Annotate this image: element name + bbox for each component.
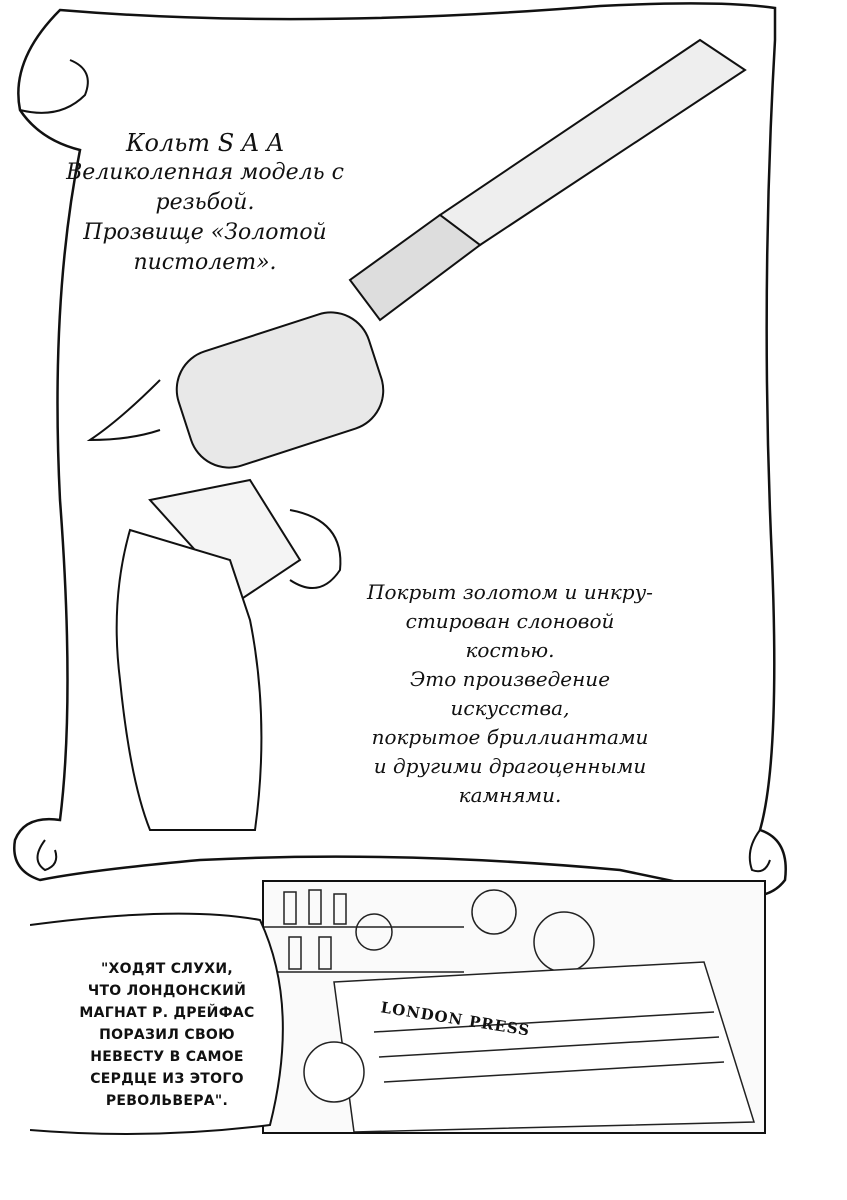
caption-title: Кольт S A A <box>125 129 285 157</box>
bubble-line: магнат Р. Дрейфас <box>79 1005 255 1021</box>
comic-panel <box>262 880 766 1134</box>
caption-line: и другими драгоценными <box>373 754 647 778</box>
description-caption: Покрыт золотом и инкру- стирован слоново… <box>360 578 660 810</box>
caption-line: стирован слоновой костью. <box>405 609 615 662</box>
speech-bubble <box>30 912 284 1135</box>
title-caption: Кольт S A A Великолепная модель с резьбо… <box>40 128 370 278</box>
revolver-illustration <box>86 38 747 831</box>
speech-bubble-text: "Ходят слухи, что лондонский магнат Р. Д… <box>62 958 272 1112</box>
bubble-line: поразил свою <box>99 1027 235 1043</box>
bubble-line: что лондонский <box>87 983 247 999</box>
caption-line: покрытое бриллиантами <box>371 725 649 749</box>
bubble-line: сердце из этого <box>90 1071 244 1087</box>
bubble-line: "Ходят слухи, <box>100 961 234 977</box>
caption-line: камнями. <box>458 783 562 807</box>
bar-scene-illustration <box>264 889 756 1132</box>
bubble-line: револьвера". <box>105 1093 229 1109</box>
caption-line: Великолепная модель с резьбой. <box>66 160 344 215</box>
bubble-line: невесту в самое <box>90 1049 244 1065</box>
caption-line: Это произведение искусства, <box>409 667 611 720</box>
caption-line: Прозвище «Золотой пистолет». <box>83 220 327 275</box>
caption-line: Покрыт золотом и инкру- <box>367 580 653 604</box>
